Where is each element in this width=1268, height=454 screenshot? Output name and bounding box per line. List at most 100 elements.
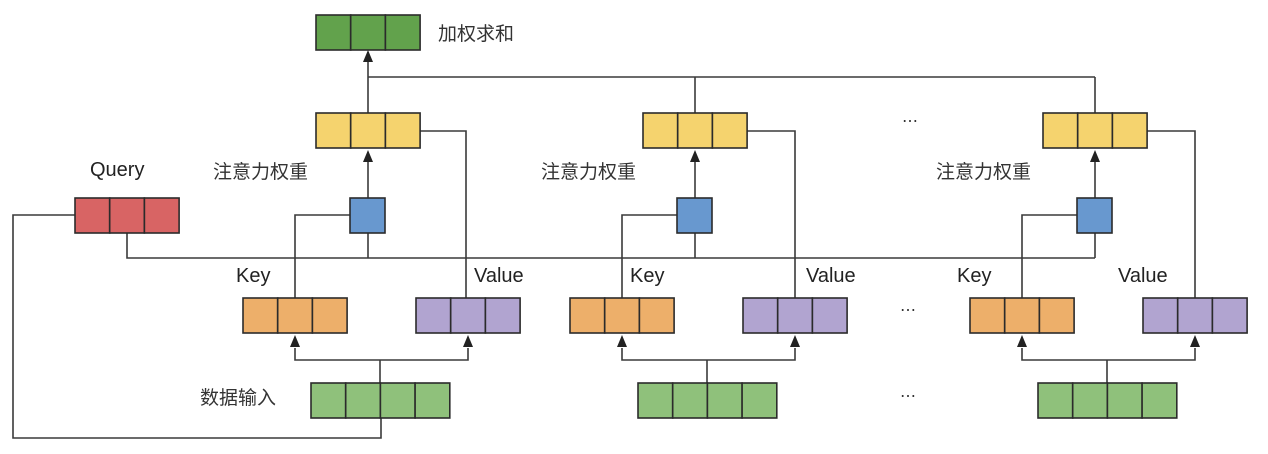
query-broadcast-line xyxy=(126,233,1095,259)
attention-weight-vector-3-cell-1 xyxy=(1042,112,1079,149)
score-arrow-head-2 xyxy=(690,150,700,162)
value-vector-3-cell-3 xyxy=(1211,297,1248,334)
key-label-1: Key xyxy=(236,265,270,287)
attention-weight-vector-3 xyxy=(1042,112,1148,149)
key-to-score-line-2 xyxy=(621,214,677,298)
key-to-score-line-1 xyxy=(294,214,350,298)
score-arrow-head-1 xyxy=(363,150,373,162)
query-vector-cell-2 xyxy=(108,197,146,234)
key-label-2: Key xyxy=(630,265,664,287)
score-arrow-head-3 xyxy=(1090,150,1100,162)
key-label-3: Key xyxy=(957,265,991,287)
vector-boxes xyxy=(74,14,1248,419)
attention-weight-vector-2-cell-3 xyxy=(711,112,748,149)
attention-weight-vector-1-cell-1 xyxy=(315,112,352,149)
score-box-1 xyxy=(349,197,386,234)
value-vector-2-cell-1 xyxy=(742,297,779,334)
key-vector-2 xyxy=(569,297,675,334)
data-input-vector-2-cell-4 xyxy=(741,382,778,419)
key-arrow-head-2 xyxy=(617,335,627,347)
attention-weight-label-2: 注意力权重 xyxy=(541,161,636,183)
attention-weight-vector-3-cell-3 xyxy=(1111,112,1148,149)
data-input-label: 数据输入 xyxy=(200,387,276,409)
ellipsis-middle: … xyxy=(900,296,917,315)
value-vector-2 xyxy=(742,297,848,334)
value-vector-2-cell-3 xyxy=(811,297,848,334)
score-box-3 xyxy=(1076,197,1113,234)
attention-weight-vector-2-cell-1 xyxy=(642,112,679,149)
query-vector xyxy=(74,197,180,234)
sum-arrow-head xyxy=(363,50,373,62)
data-input-vector-3 xyxy=(1037,382,1178,419)
weighted-sum-vector-cell-1 xyxy=(315,14,352,51)
value-vector-1-cell-2 xyxy=(449,297,487,334)
attention-weight-vector-2-cell-2 xyxy=(676,112,714,149)
key-arrow-head-3 xyxy=(1017,335,1027,347)
key-vector-3 xyxy=(969,297,1075,334)
data-input-vector-1 xyxy=(310,382,451,419)
attention-weight-vector-3-cell-2 xyxy=(1076,112,1114,149)
key-to-score-line-3 xyxy=(1021,214,1077,298)
value-label-3: Value xyxy=(1118,265,1168,287)
query-input-line xyxy=(12,214,382,439)
data-input-vector-1-cell-4 xyxy=(414,382,451,419)
data-branch-line-1 xyxy=(294,348,469,361)
value-vector-3-cell-2 xyxy=(1176,297,1214,334)
data-input-vector-3-cell-2 xyxy=(1071,382,1109,419)
query-vector-cell-1 xyxy=(74,197,111,234)
value-arrow-head-1 xyxy=(463,335,473,347)
value-to-attention-line-2 xyxy=(747,130,796,298)
score-box-3-cell-1 xyxy=(1076,197,1113,234)
value-arrow-head-3 xyxy=(1190,335,1200,347)
value-vector-1-cell-3 xyxy=(484,297,521,334)
key-vector-1-cell-3 xyxy=(311,297,348,334)
key-vector-1-cell-1 xyxy=(242,297,279,334)
weighted-sum-vector-cell-2 xyxy=(349,14,387,51)
labels: 加权求和 Query 数据输入 注意力权重 注意力权重 注意力权重 Key Ke… xyxy=(90,23,1168,409)
connectors xyxy=(12,50,1200,439)
key-vector-2-cell-3 xyxy=(638,297,675,334)
data-input-vector-1-cell-2 xyxy=(344,382,382,419)
value-to-attention-line-3 xyxy=(1147,130,1196,298)
value-to-attention-line-1 xyxy=(420,130,467,298)
value-arrow-head-2 xyxy=(790,335,800,347)
score-box-1-cell-1 xyxy=(349,197,386,234)
attention-weight-vector-1 xyxy=(315,112,421,149)
data-input-vector-1-cell-1 xyxy=(310,382,347,419)
key-vector-2-cell-2 xyxy=(603,297,641,334)
key-vector-3-cell-2 xyxy=(1003,297,1041,334)
value-vector-3 xyxy=(1142,297,1248,334)
query-label: Query xyxy=(90,159,144,181)
attention-weight-label-1: 注意力权重 xyxy=(213,161,308,183)
key-vector-2-cell-1 xyxy=(569,297,606,334)
value-vector-1-cell-1 xyxy=(415,297,452,334)
weighted-sum-vector-cell-3 xyxy=(384,14,421,51)
value-vector-3-cell-1 xyxy=(1142,297,1179,334)
data-branch-line-3 xyxy=(1021,348,1196,361)
key-vector-3-cell-3 xyxy=(1038,297,1075,334)
query-vector-cell-3 xyxy=(143,197,180,234)
data-input-vector-2-cell-1 xyxy=(637,382,674,419)
score-box-2 xyxy=(676,197,713,234)
weighted-sum-vector xyxy=(315,14,421,51)
data-branch-line-2 xyxy=(621,348,796,361)
key-arrow-head-1 xyxy=(290,335,300,347)
value-vector-2-cell-2 xyxy=(776,297,814,334)
ellipsis-top: … xyxy=(902,107,919,126)
attention-weight-vector-1-cell-2 xyxy=(349,112,387,149)
score-box-2-cell-1 xyxy=(676,197,713,234)
data-input-vector-3-cell-4 xyxy=(1141,382,1178,419)
attention-weight-label-3: 注意力权重 xyxy=(936,161,1031,183)
data-input-vector-3-cell-1 xyxy=(1037,382,1074,419)
data-input-vector-2 xyxy=(637,382,778,419)
data-input-vector-1-cell-3 xyxy=(379,382,416,419)
key-vector-1 xyxy=(242,297,348,334)
ellipsis-bottom: … xyxy=(900,382,917,401)
key-vector-3-cell-1 xyxy=(969,297,1006,334)
key-vector-1-cell-2 xyxy=(276,297,314,334)
value-vector-1 xyxy=(415,297,521,334)
attention-weight-vector-1-cell-3 xyxy=(384,112,421,149)
data-input-vector-2-cell-2 xyxy=(671,382,709,419)
data-input-vector-3-cell-3 xyxy=(1106,382,1143,419)
